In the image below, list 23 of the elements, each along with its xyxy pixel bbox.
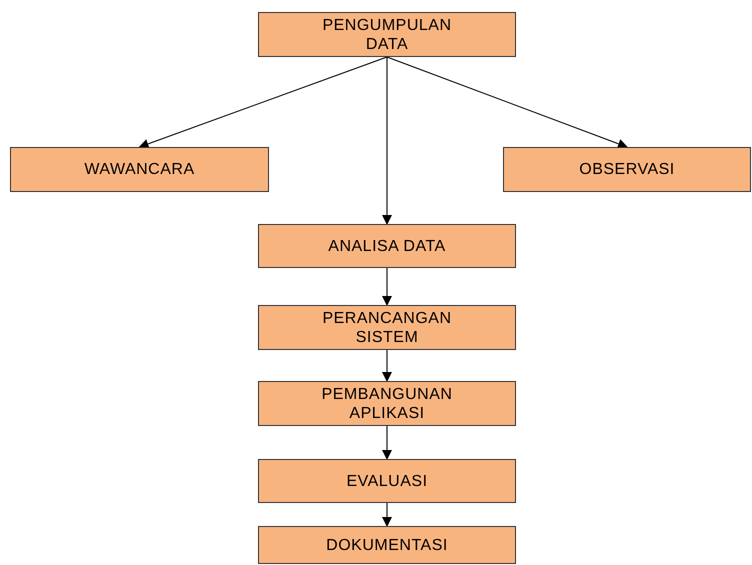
box-label: EVALUASI: [346, 472, 428, 490]
process-box: [258, 526, 516, 564]
process-box: [503, 147, 751, 192]
arrow: [138, 56, 388, 149]
process-box: [258, 12, 516, 57]
box-label: PEMBANGUNAN APLIKASI: [320, 384, 454, 422]
process-box: [258, 381, 516, 426]
box-label: PERANCANGAN SISTEM: [321, 308, 453, 346]
arrow: [382, 350, 392, 382]
process-box: [258, 305, 516, 350]
box-label: WAWANCARA: [84, 160, 195, 179]
box-label: OBSERVASI: [579, 160, 675, 179]
box-label: DOKUMENTASI: [326, 536, 448, 554]
arrow: [382, 502, 392, 527]
box-label: PENGUMPULAN DATA: [321, 16, 453, 54]
arrow: [386, 56, 628, 149]
box-label: ANALISA DATA: [328, 236, 446, 256]
arrow: [382, 426, 392, 460]
process-box: [258, 459, 516, 503]
process-box: [10, 147, 269, 192]
arrow: [382, 268, 392, 306]
process-box: [258, 224, 516, 268]
arrow: [382, 56, 392, 225]
